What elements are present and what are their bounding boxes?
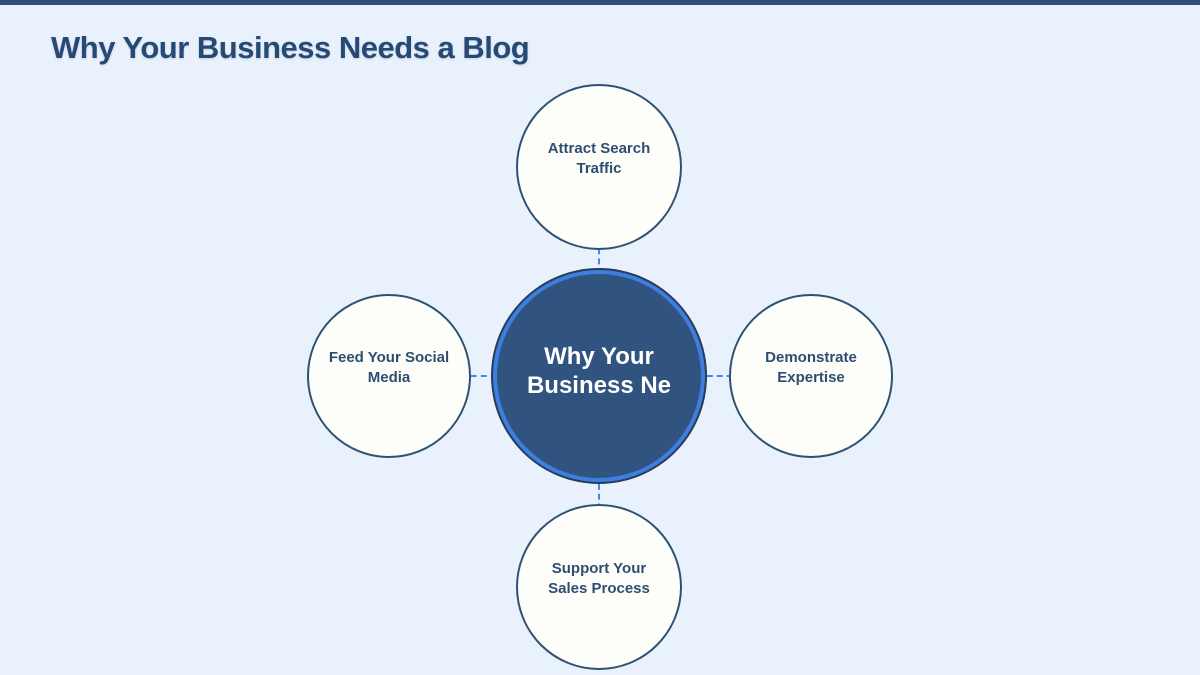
node-attract-search-traffic[interactable]: Attract Search Traffic [516,84,682,250]
node-demonstrate-expertise[interactable]: Demonstrate Expertise [729,294,893,458]
page-title: Why Your Business Needs a Blog [51,30,530,65]
top-accent-bar [0,0,1200,5]
node-label: Feed Your Social Media [328,348,450,386]
node-feed-your-social-media[interactable]: Feed Your Social Media [307,294,471,458]
node-label: Demonstrate Expertise [765,348,857,386]
center-node-label: Why Your Business Ne [526,343,672,399]
connector-center-to-bottom [598,376,600,588]
node-center-why-your-business[interactable]: Why Your Business Ne [493,270,705,482]
connector-center-to-right [599,375,811,377]
node-label: Attract Search Traffic [547,139,651,177]
node-label: Support Your Sales Process [548,559,650,597]
node-support-your-sales-process[interactable]: Support Your Sales Process [516,504,682,670]
